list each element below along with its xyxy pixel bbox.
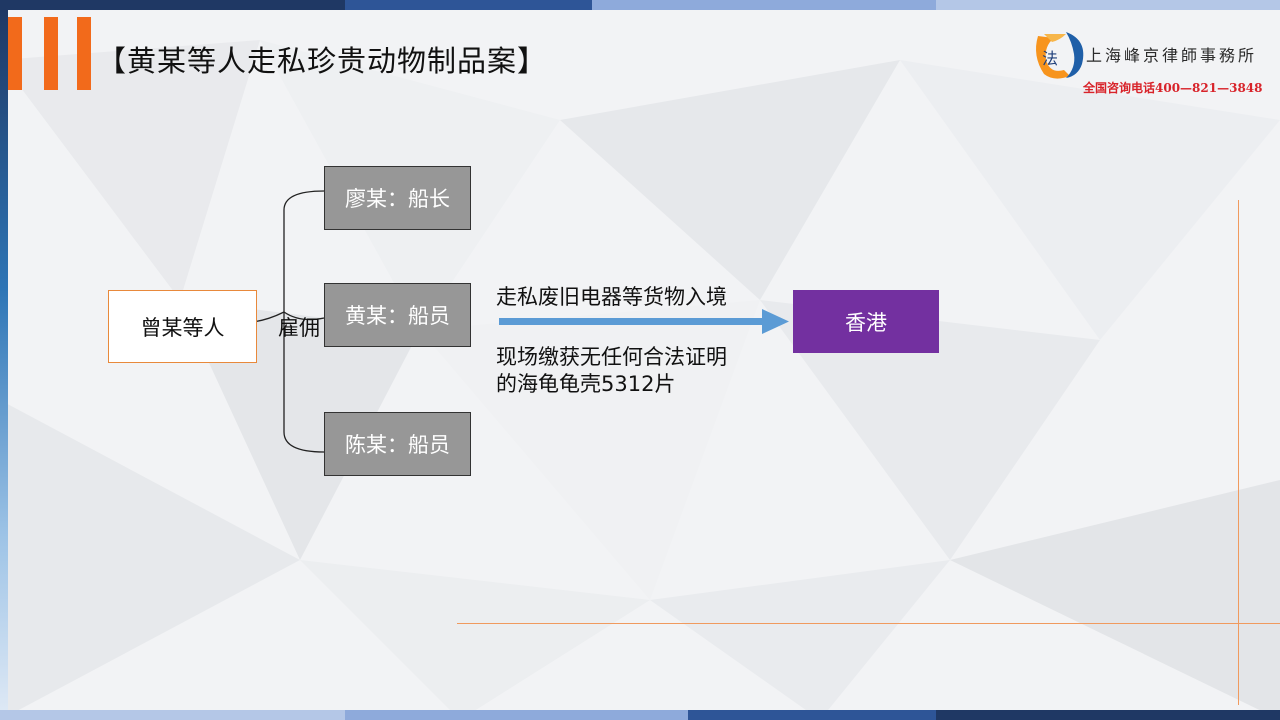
left-color-strip: [0, 10, 8, 710]
destination-label: 香港: [845, 310, 887, 335]
relation-label: 雇佣: [278, 316, 320, 340]
crew-label-sailor-chen: 陈某：船员: [345, 433, 450, 457]
title-accent-bar-2: [44, 17, 58, 90]
slide-title: 【黄某等人走私珍贵动物制品案】: [97, 44, 548, 78]
law-firm-name: 上海峰京律師事務所: [1086, 46, 1258, 65]
action-top-label: 走私废旧电器等货物入境: [496, 285, 727, 309]
title-accent-bar-3: [77, 17, 91, 90]
crew-box-sailor-chen: 陈某：船员: [324, 412, 471, 476]
crew-box-captain: 廖某：船长: [324, 166, 471, 230]
source-box: 曾某等人: [108, 290, 257, 363]
title-accent-bar-1: [8, 17, 22, 90]
decorative-vertical-rule: [1238, 200, 1239, 705]
law-firm-logo: 法 上海峰京律師事務所 全国咨询电话400—821—3848: [1030, 30, 1270, 100]
svg-text:法: 法: [1042, 49, 1058, 68]
law-firm-logo-icon: 法: [1036, 32, 1084, 79]
top-color-band: [0, 0, 1280, 10]
destination-box: 香港: [793, 290, 939, 353]
source-label: 曾某等人: [140, 315, 225, 340]
crew-box-sailor-huang: 黄某：船员: [324, 283, 471, 347]
action-bottom-line1: 现场缴获无任何合法证明: [496, 345, 727, 369]
bottom-color-band: [0, 710, 1280, 720]
hotline-text: 全国咨询电话400—821—3848: [1083, 81, 1263, 95]
crew-label-sailor-huang: 黄某：船员: [345, 304, 450, 328]
decorative-horizontal-rule: [457, 623, 1280, 624]
crew-label-captain: 廖某：船长: [345, 187, 450, 211]
action-bottom-line2: 的海龟龟壳5312片: [496, 372, 676, 396]
